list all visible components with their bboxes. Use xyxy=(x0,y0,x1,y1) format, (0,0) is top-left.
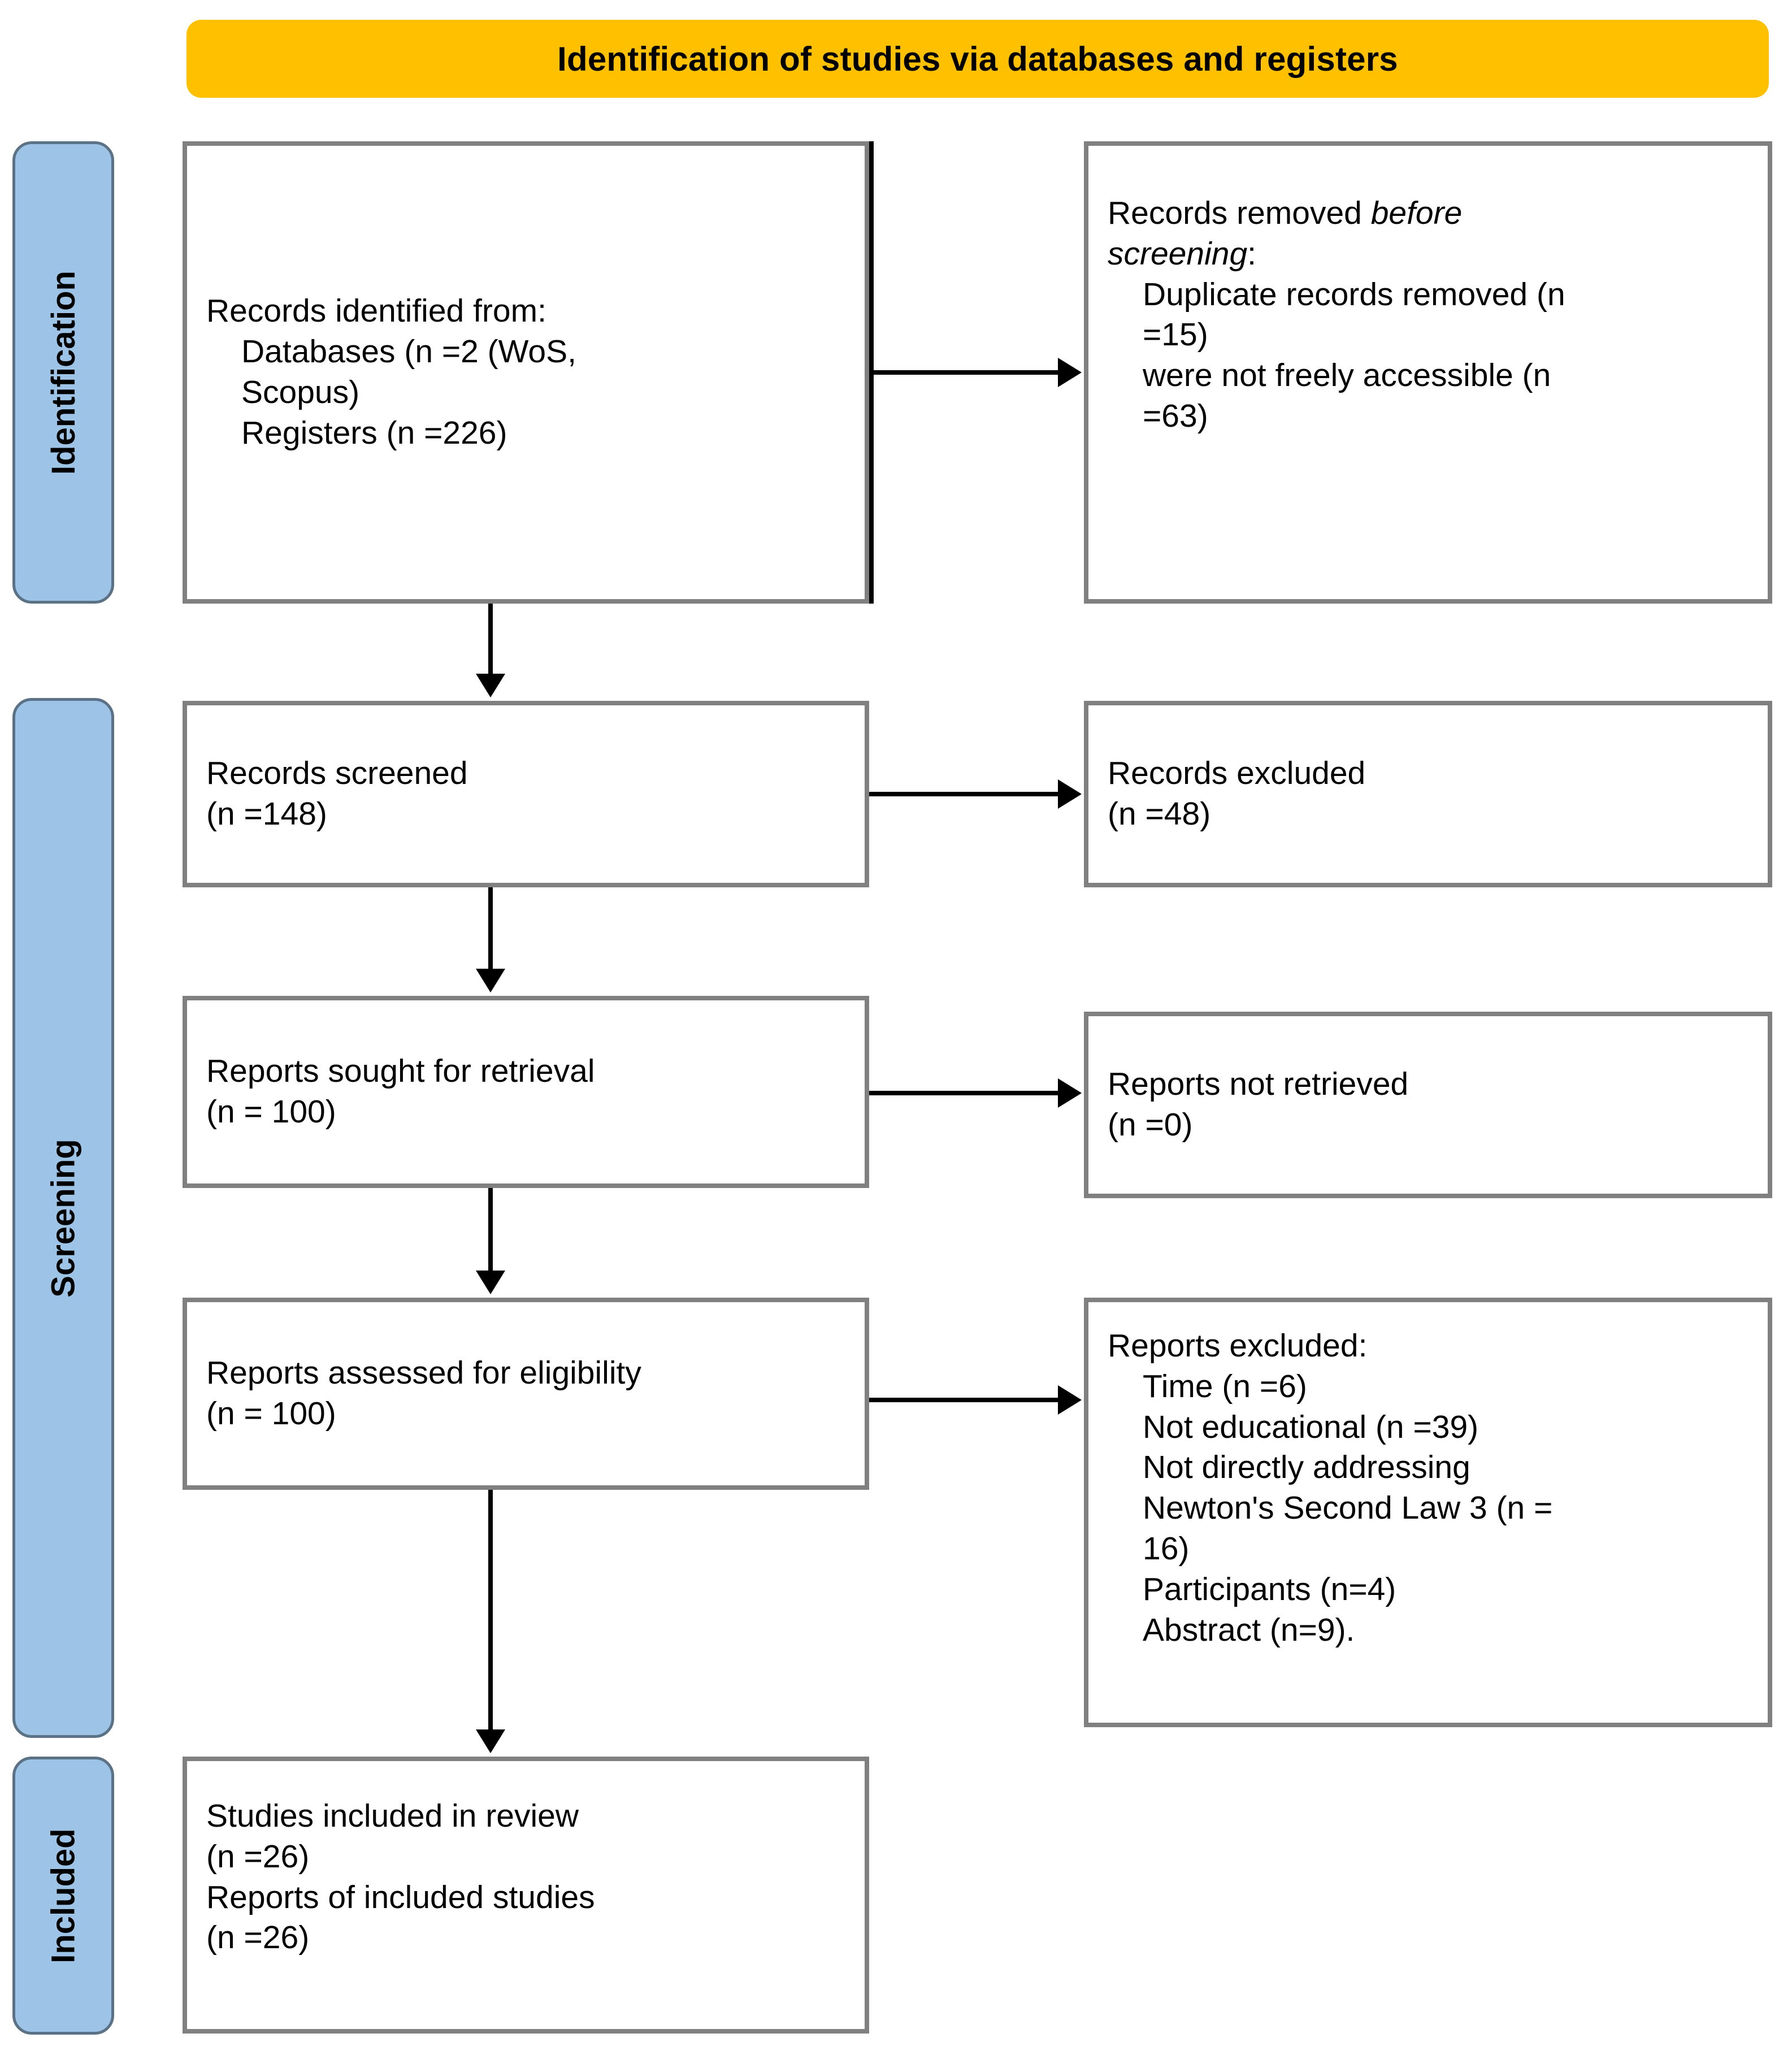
reports-excluded-reason-newton: Newton's Second Law 3 (n = xyxy=(1143,1490,1553,1527)
reports-of-included-count: (n =26) xyxy=(206,1919,310,1956)
arrow-head-down xyxy=(476,1271,505,1294)
connector-line-horizontal xyxy=(869,1398,1061,1402)
node-records-screened: Records screened (n =148) xyxy=(183,701,869,887)
reports-excluded-reason-noteducational: Not educational (n =39) xyxy=(1143,1408,1479,1445)
records-excluded-title: Records excluded xyxy=(1108,755,1366,792)
reports-excluded-title: Reports excluded: xyxy=(1108,1328,1368,1364)
reports-assessed-title: Reports assessed for eligibility xyxy=(206,1355,641,1391)
node-records-excluded-text: Records excluded (n =48) xyxy=(1088,753,1768,835)
connector-line-vertical xyxy=(488,604,493,677)
stage-label-screening-text: Screening xyxy=(45,1138,82,1298)
node-reports-not-retrieved-text: Reports not retrieved (n =0) xyxy=(1088,1064,1768,1146)
arrow-head-right xyxy=(1058,358,1082,387)
connector-line-vertical xyxy=(488,1188,493,1274)
records-removed-screening: screening xyxy=(1108,235,1248,272)
node-studies-included: Studies included in review (n =26) Reports… xyxy=(183,1757,869,2034)
arrow-head-right xyxy=(1058,1385,1082,1415)
stage-label-screening: Screening xyxy=(12,698,114,1738)
connector-line-vertical xyxy=(488,887,493,972)
node-records-identified: Records identified from:Databases (n =2 … xyxy=(183,141,869,604)
node-records-removed-text: Records removed before screening: Duplicat… xyxy=(1088,146,1768,437)
stage-label-identification: Identification xyxy=(12,141,114,604)
reports-excluded-reason-time: Time (n =6) xyxy=(1143,1368,1307,1404)
node-reports-assessed-text: Reports assessed for eligibility (n = 100… xyxy=(187,1353,865,1434)
node-records-screened-text: Records screened (n =148) xyxy=(187,753,865,835)
records-removed-duplicates-count: =15) xyxy=(1143,317,1208,353)
node-reports-assessed: Reports assessed for eligibility (n = 100… xyxy=(183,1298,869,1490)
records-removed-notfree: were not freely accessible (n xyxy=(1143,357,1551,394)
node-studies-included-text: Studies included in review (n =26) Reports… xyxy=(187,1761,865,1958)
reports-sought-title: Reports sought for retrieval xyxy=(206,1053,595,1090)
connector-line-horizontal xyxy=(869,792,1061,796)
node-records-excluded: Records excluded (n =48) xyxy=(1084,701,1772,887)
records-screened-count: (n =148) xyxy=(206,796,327,832)
connector-line-horizontal xyxy=(869,370,1061,375)
diagram-header-banner: Identification of studies via databases … xyxy=(186,20,1769,98)
node-records-removed: Records removed before screening: Duplicat… xyxy=(1084,141,1772,604)
records-removed-before: before xyxy=(1370,195,1463,231)
reports-not-retrieved-count: (n =0) xyxy=(1108,1107,1193,1143)
node-reports-not-retrieved: Reports not retrieved (n =0) xyxy=(1084,1012,1772,1198)
reports-excluded-reason-notdirect: Not directly addressing xyxy=(1143,1449,1470,1486)
node-reports-excluded-text: Reports excluded: Time (n =6) Not educatio… xyxy=(1088,1302,1768,1651)
records-removed-duplicates: Duplicate records removed (n xyxy=(1143,276,1565,313)
records-identified-databases: Databases (n =2 (WoS, xyxy=(241,333,576,370)
arrow-head-right xyxy=(1058,1078,1082,1108)
records-removed-notfree-count: =63) xyxy=(1143,398,1208,435)
reports-not-retrieved-title: Reports not retrieved xyxy=(1108,1066,1409,1103)
node-reports-sought-text: Reports sought for retrieval (n = 100) xyxy=(187,1051,865,1133)
stage-label-identification-text: Identification xyxy=(45,270,82,475)
connector-line-horizontal xyxy=(869,1091,1061,1095)
records-identified-scopus: Scopus) xyxy=(241,374,360,410)
node-records-identified-text: Records identified from:Databases (n =2 … xyxy=(187,291,865,453)
records-identified-title: Records identified from: xyxy=(206,293,546,330)
node-reports-excluded: Reports excluded: Time (n =6) Not educatio… xyxy=(1084,1298,1772,1727)
records-identified-registers: Registers (n =226) xyxy=(241,414,507,451)
studies-included-count: (n =26) xyxy=(206,1838,310,1875)
stage-label-included: Included xyxy=(12,1757,114,2035)
reports-assessed-count: (n = 100) xyxy=(206,1395,336,1432)
arrow-head-down xyxy=(476,1729,505,1753)
records-removed-lead: Records removed xyxy=(1108,195,1371,231)
records-screened-title: Records screened xyxy=(206,755,468,792)
arrow-head-down xyxy=(476,969,505,992)
records-removed-colon: : xyxy=(1247,235,1256,272)
arrow-head-down xyxy=(476,674,505,697)
stage-label-included-text: Included xyxy=(45,1828,82,1963)
studies-included-title: Studies included in review xyxy=(206,1798,579,1834)
records-excluded-count: (n =48) xyxy=(1108,796,1211,832)
reports-excluded-reason-abstract: Abstract (n=9). xyxy=(1143,1611,1355,1648)
reports-of-included-title: Reports of included studies xyxy=(206,1879,595,1915)
arrow-head-right xyxy=(1058,779,1082,809)
reports-excluded-reason-participants: Participants (n=4) xyxy=(1143,1571,1396,1607)
connector-line-vertical xyxy=(488,1490,493,1733)
diagram-title: Identification of studies via databases … xyxy=(557,40,1398,78)
reports-sought-count: (n = 100) xyxy=(206,1094,336,1130)
node-reports-sought: Reports sought for retrieval (n = 100) xyxy=(183,996,869,1188)
reports-excluded-reason-newton-count: 16) xyxy=(1143,1531,1190,1567)
